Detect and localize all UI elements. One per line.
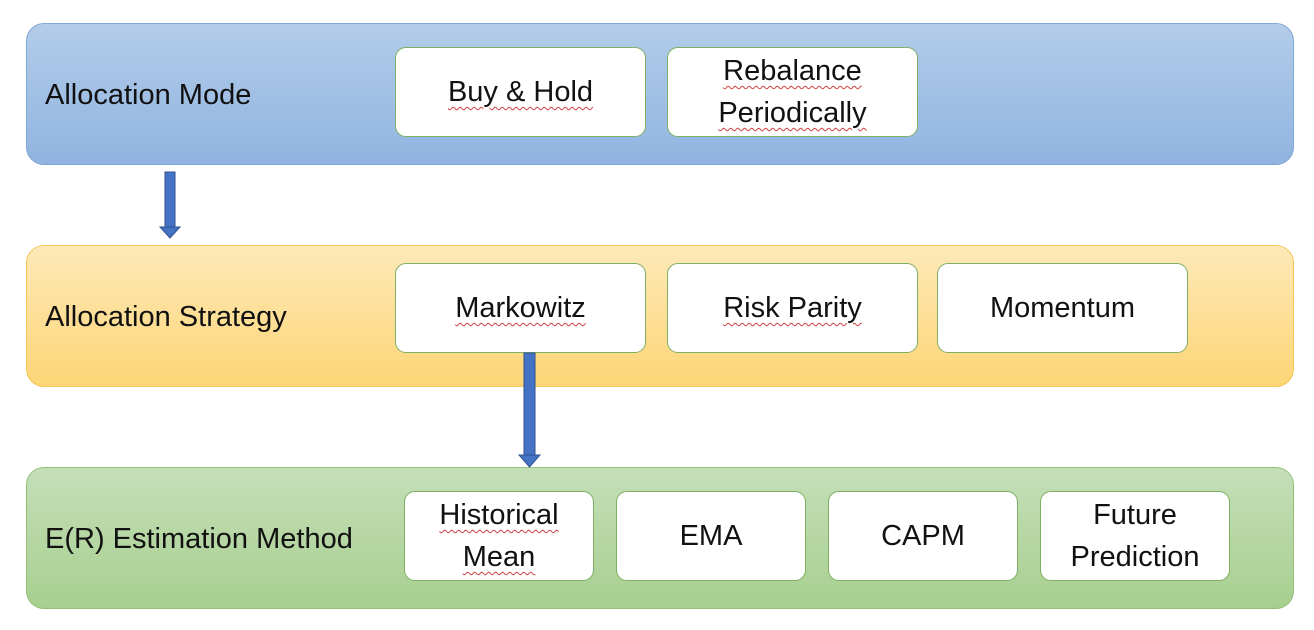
option-capm: CAPM: [828, 491, 1018, 581]
option-rebalance-periodically-text: Rebalance Periodically: [718, 55, 867, 129]
option-buy-hold: Buy & Hold: [395, 47, 646, 137]
option-historical-mean-text: Historical Mean: [439, 499, 559, 573]
option-markowitz-text: Markowitz: [455, 292, 586, 324]
arrow-mode-to-strategy: [158, 171, 182, 239]
option-historical-mean: Historical Mean: [404, 491, 594, 581]
option-risk-parity-text: Risk Parity: [723, 292, 862, 324]
option-buy-hold-text: Buy & Hold: [447, 76, 594, 108]
estimation-method-label: E(R) Estimation Method: [45, 523, 353, 555]
option-future-prediction-text: Future Prediction: [1070, 499, 1200, 573]
option-rebalance-periodically: Rebalance Periodically: [667, 47, 918, 137]
option-ema: EMA: [616, 491, 806, 581]
option-future-prediction: Future Prediction: [1040, 491, 1230, 581]
option-momentum-text: Momentum: [989, 292, 1136, 324]
option-momentum: Momentum: [937, 263, 1188, 353]
allocation-mode-row: Allocation Mode: [26, 23, 1294, 165]
allocation-mode-label: Allocation Mode: [45, 79, 252, 111]
option-capm-text: CAPM: [881, 520, 965, 552]
option-markowitz: Markowitz: [395, 263, 646, 353]
option-ema-text: EMA: [679, 520, 743, 552]
option-risk-parity: Risk Parity: [667, 263, 918, 353]
allocation-strategy-label: Allocation Strategy: [45, 301, 287, 333]
